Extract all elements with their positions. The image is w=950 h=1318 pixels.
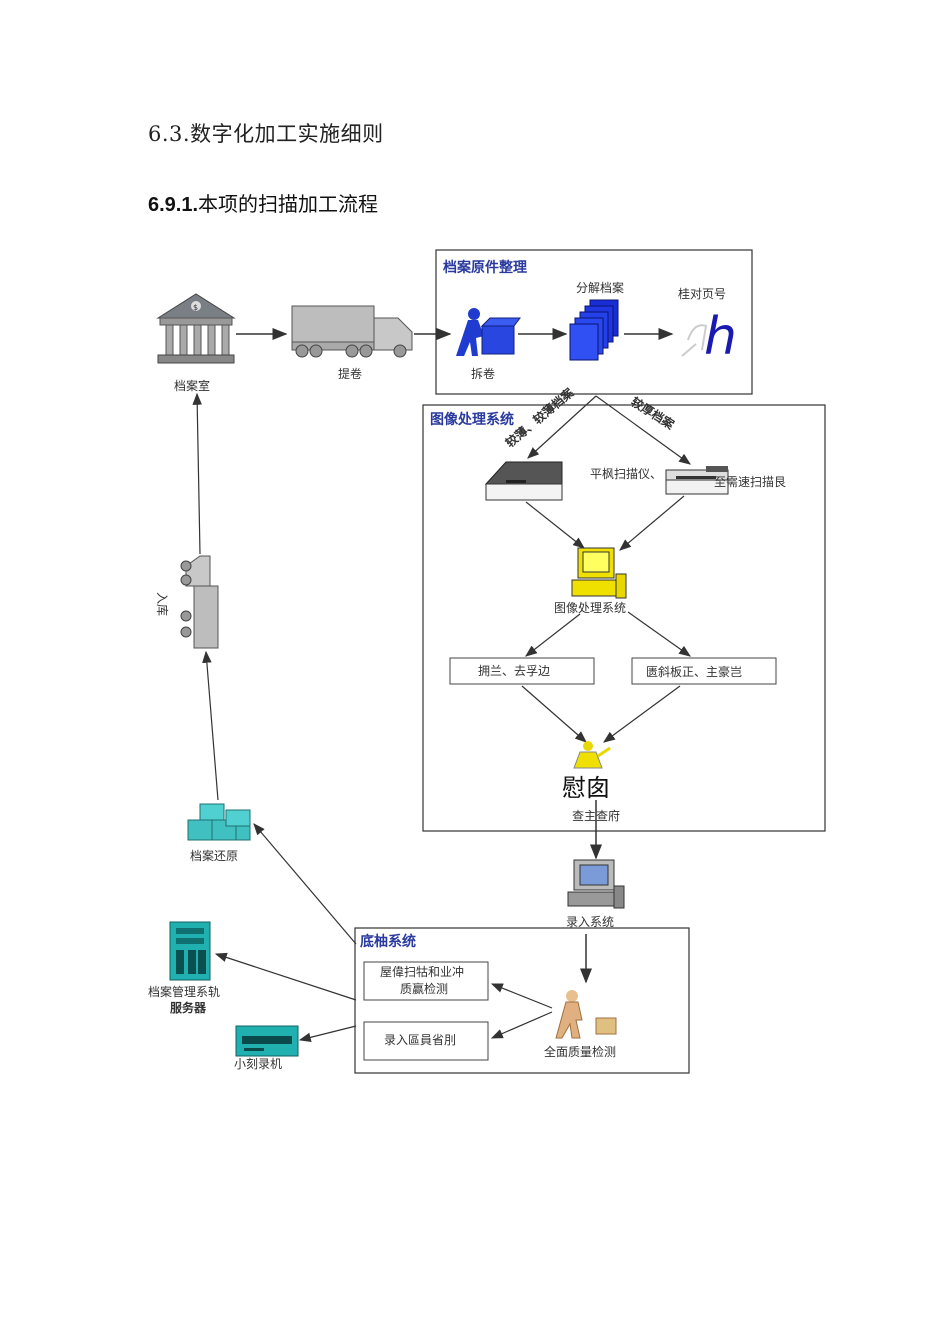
entry-box-label: 录入區員省刖 <box>384 1033 456 1047</box>
server-label-line1: 档案管理系轨 <box>148 984 220 999</box>
flatbed-scanner-icon <box>484 461 563 501</box>
crop-box-label: 拥兰、去孚边 <box>478 664 550 678</box>
deskew-box <box>631 657 777 685</box>
subsection-title: 本项的扫描加工流程 <box>198 192 379 216</box>
split-label: 分解档案 <box>576 280 624 295</box>
inspector-person-icon <box>573 741 611 769</box>
flatbed-label: 平枫扫描仪、 <box>590 466 662 481</box>
organize-section-title: 档案原件整理 <box>443 259 527 276</box>
quality-check-person-icon <box>555 990 617 1039</box>
image-section-box <box>422 404 826 832</box>
restore-label: 档案还原 <box>190 848 238 863</box>
entry-box <box>363 1021 489 1061</box>
storage-in-label: 入库 <box>155 592 170 616</box>
base-section-title: 底柚系统 <box>360 933 416 950</box>
subsection-heading: 6.9.1.本项的扫描加工流程 <box>148 188 378 217</box>
server-icon <box>169 921 211 981</box>
page-check-figure-icon <box>681 324 708 357</box>
archive-building-icon: $ <box>156 293 236 364</box>
entry-computer-icon <box>567 859 625 909</box>
scan-quality-line1: 屋偉扫牯和业冲 <box>380 964 464 979</box>
page-check-label: 桂对页号 <box>678 286 726 301</box>
deskew-box-label: 匮斜板正、主豪岂 <box>646 664 742 679</box>
section-heading: 6.3.数字化加工实施细则 <box>148 122 384 146</box>
scan-quality-line2: 质赢检测 <box>400 981 448 996</box>
svg-text:$: $ <box>193 303 198 312</box>
organize-section-box <box>435 249 753 395</box>
image-section-title: 图像处理系统 <box>430 411 514 428</box>
processing-label: 图像处理系统 <box>554 601 626 615</box>
highspeed-label: 至需速扫描艮 <box>714 475 786 489</box>
subsection-number: 6.9.1. <box>148 194 199 216</box>
archive-room-label: 档案室 <box>174 378 210 393</box>
unpack-label: 拆卷 <box>471 366 495 381</box>
disc-burner-icon <box>235 1025 299 1057</box>
highspeed-scanner-icon <box>665 466 729 495</box>
truck-icon <box>291 305 413 358</box>
boxes-restore-icon <box>187 803 251 841</box>
crop-box <box>449 657 595 685</box>
page-check-glyph: h <box>704 307 737 367</box>
burner-label: 小刻录机 <box>234 1057 282 1071</box>
full-check-label: 全面质量检测 <box>544 1044 616 1059</box>
unpacking-person-icon <box>456 308 521 356</box>
inspect-big-text: 慰囱 <box>562 774 610 802</box>
base-section-box <box>354 927 690 1074</box>
truck-vertical-icon <box>180 555 219 649</box>
split-documents-icon <box>569 299 619 361</box>
server-label-line2: 服务器 <box>170 1000 207 1015</box>
thick-archive-arrow-label: 较厚档案 <box>628 394 678 433</box>
scan-quality-box <box>363 961 489 1001</box>
pickup-label: 提卷 <box>338 366 362 381</box>
yellow-computer-icon <box>571 547 627 599</box>
entry-system-label: 录入系统 <box>566 915 614 929</box>
